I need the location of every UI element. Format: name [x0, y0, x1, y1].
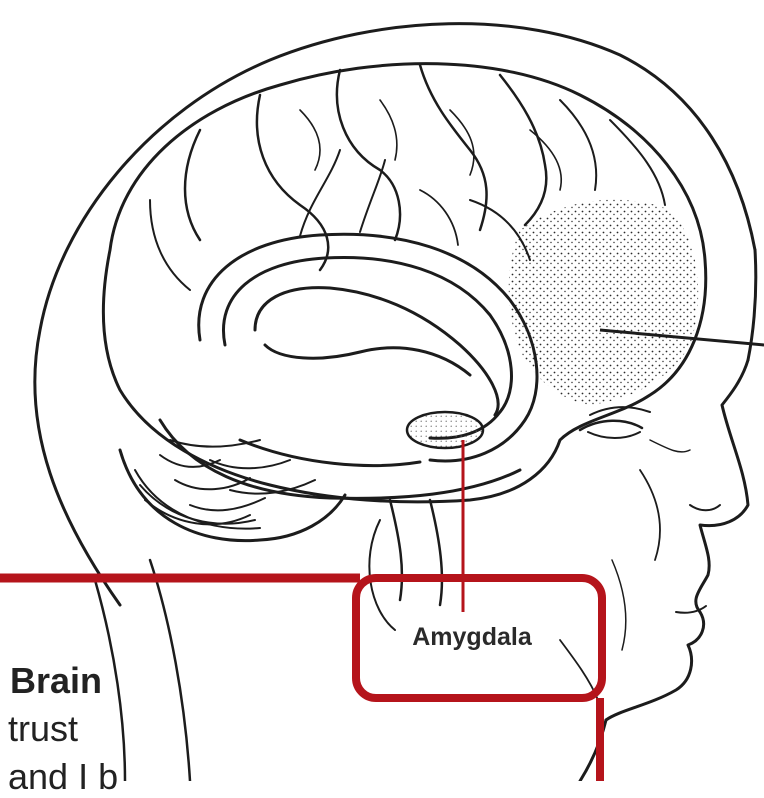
cerebellum	[120, 440, 345, 541]
brain-head-illustration	[0, 0, 764, 781]
neck-lines	[95, 560, 190, 781]
text-panel-line-2: and I b	[8, 756, 118, 798]
brainstem	[390, 500, 442, 605]
text-panel-line-1: trust	[8, 708, 78, 750]
cerebrum	[103, 64, 705, 502]
amygdala-label: Amygdala	[356, 612, 588, 662]
amygdala-structure	[407, 412, 483, 448]
text-panel-heading: e Brain	[0, 660, 102, 702]
